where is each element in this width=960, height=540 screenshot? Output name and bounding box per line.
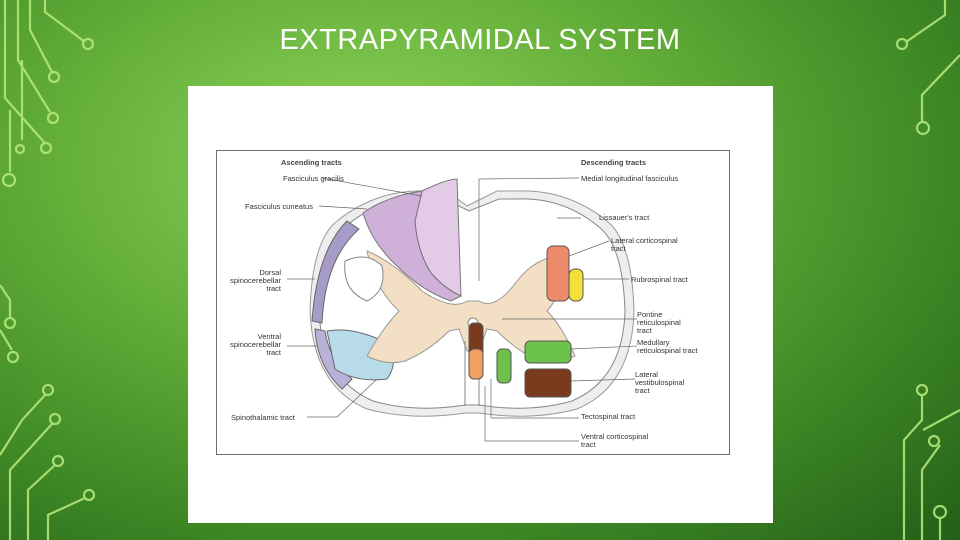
dorsal-spinocerebellar-region xyxy=(311,220,360,324)
rubrospinal-region xyxy=(568,268,584,302)
label-tectospinal: Tectospinal tract xyxy=(581,412,636,421)
label-medullary-reticulospinal: Medullary reticulospinal tract xyxy=(637,339,697,355)
label-line: tract xyxy=(635,386,650,395)
label-lissauers: Lissauer's tract xyxy=(599,213,650,222)
tectospinal-region xyxy=(496,348,512,384)
fasciculus-cuneatus-region xyxy=(362,190,463,302)
label-line: Ventral corticospinal xyxy=(581,432,649,441)
label-rubrospinal: Rubrospinal tract xyxy=(631,275,688,284)
label-dorsal-spinocerebellar: Dorsal spinocerebellar tract xyxy=(219,269,281,293)
label-line: reticulospinal xyxy=(637,318,681,327)
slide-title: EXTRAPYRAMIDAL SYSTEM xyxy=(279,24,681,56)
label-line: tract xyxy=(611,244,626,253)
label-lateral-vestibulospinal: Lateral vestibulospinal tract xyxy=(635,371,684,395)
label-spinothalamic: Spinothalamic tract xyxy=(231,413,295,422)
label-ventral-corticospinal: Ventral corticospinal tract xyxy=(581,433,648,449)
descending-header: Descending tracts xyxy=(581,158,647,167)
label-line: Medullary xyxy=(637,338,670,347)
label-lateral-corticospinal: Lateral corticospinal tract xyxy=(611,237,678,253)
label-line: tract xyxy=(266,284,281,293)
label-line: Dorsal xyxy=(259,268,281,277)
medial-longitudinal-region xyxy=(468,348,484,380)
lateral-corticospinal-region xyxy=(546,245,570,302)
label-fasciculus-cuneatus: Fasciculus cuneatus xyxy=(245,202,313,211)
label-line: Lateral corticospinal xyxy=(611,236,678,245)
label-ventral-spinocerebellar: Ventral spinocerebellar tract xyxy=(219,333,281,357)
ascending-header: Ascending tracts xyxy=(281,158,342,167)
label-line: tract xyxy=(581,440,596,449)
label-pontine-reticulospinal: Pontine reticulospinal tract xyxy=(637,311,681,335)
label-fasciculus-gracilis: Fasciculus gracilis xyxy=(283,174,344,183)
label-line: tract xyxy=(266,348,281,357)
label-medial-longitudinal: Medial longitudinal fasciculus xyxy=(581,174,679,183)
label-line: spinocerebellar xyxy=(230,340,281,349)
lateral-vestibulospinal-region xyxy=(524,368,572,398)
label-line: Ventral xyxy=(257,332,281,341)
label-line: reticulospinal tract xyxy=(637,346,698,355)
label-line: spinocerebellar xyxy=(230,276,281,285)
spinal-cord-diagram: Ascending tracts Fasciculus gracilis Fas… xyxy=(216,150,730,455)
label-line: tract xyxy=(637,326,652,335)
dorsal-root xyxy=(344,256,384,302)
label-line: vestibulospinal xyxy=(635,378,685,387)
spinal-cord-cross-section xyxy=(287,177,638,442)
medullary-reticulospinal-region xyxy=(524,340,572,364)
label-line: Pontine xyxy=(637,310,663,319)
label-line: Lateral xyxy=(635,370,658,379)
